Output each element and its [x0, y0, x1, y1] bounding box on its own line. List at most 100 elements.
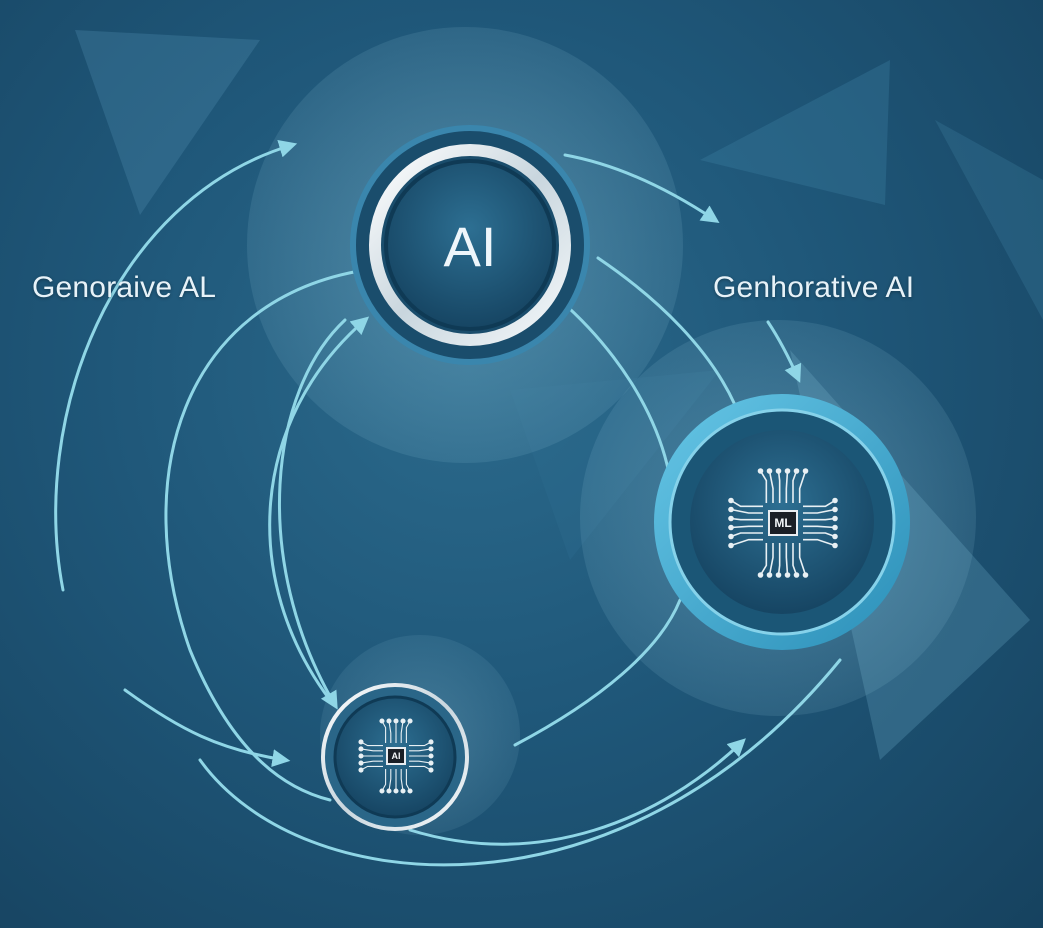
arrow-in-lower-left	[123, 688, 291, 767]
right-caption: Genhorative AI	[713, 271, 915, 304]
arrow-outer-left	[54, 140, 298, 592]
circuit-pad	[728, 542, 734, 549]
circuit-pad	[832, 515, 838, 522]
bg-triangle-top-left	[75, 30, 260, 215]
circuit-trace	[777, 543, 781, 576]
circuit-pad	[393, 788, 399, 794]
circuit-trace	[785, 543, 789, 576]
circuit-trace	[730, 499, 763, 508]
circuit-pad	[784, 572, 791, 578]
circuit-trace	[409, 760, 432, 764]
circuit-pad	[428, 760, 434, 766]
arrow-inner-left-up	[268, 316, 370, 702]
circuit-pad	[379, 718, 385, 724]
circuit-trace	[798, 470, 807, 503]
circuit-pad	[728, 533, 734, 540]
circuit-trace	[777, 470, 781, 503]
circuit-pad	[775, 572, 782, 578]
circuit-pad	[428, 739, 434, 745]
circuit-pad	[728, 497, 734, 504]
circuit-trace	[730, 508, 763, 514]
circuit-trace	[400, 720, 404, 743]
circuit-trace	[803, 499, 836, 508]
circuit-trace	[730, 525, 763, 529]
circuit-pad	[393, 718, 399, 724]
bg-triangle-top-right	[700, 60, 890, 205]
left-caption: Genoraive AL	[32, 271, 217, 304]
circuit-pad	[428, 746, 434, 752]
circuit-pad	[802, 468, 809, 474]
circuit-chip-icon-bottom	[358, 718, 434, 794]
circuit-trace	[803, 532, 836, 538]
circuit-trace	[730, 538, 763, 547]
main-ai-node[interactable]	[350, 125, 590, 365]
circuit-trace	[798, 543, 807, 576]
circuit-pad	[832, 524, 838, 531]
circuit-trace	[803, 517, 836, 521]
arrow-bottom-arc	[408, 738, 746, 846]
circuit-pad	[757, 468, 764, 474]
circuit-pad	[802, 572, 809, 578]
circuit-pad	[407, 718, 413, 724]
circuit-pad	[358, 739, 364, 745]
circuit-pad	[407, 788, 413, 794]
circuit-trace	[400, 769, 404, 792]
circuit-pad	[832, 533, 838, 540]
bg-triangle-right	[935, 120, 1043, 320]
circuit-pad	[358, 760, 364, 766]
ai-chip-label: AI	[386, 747, 406, 765]
circuit-trace	[803, 508, 836, 514]
circuit-trace	[768, 470, 774, 503]
circuit-pad	[428, 767, 434, 773]
circuit-pad	[728, 515, 734, 522]
circuit-pad	[728, 506, 734, 513]
circuit-pad	[386, 718, 392, 724]
circuit-pad	[728, 524, 734, 531]
circuit-pad	[400, 788, 406, 794]
circuit-trace	[388, 769, 392, 792]
arrow-right-down	[766, 320, 802, 383]
circuit-pad	[766, 572, 773, 578]
circuit-trace	[785, 470, 789, 503]
circuit-pad	[428, 753, 434, 759]
circuit-trace	[792, 470, 798, 503]
arrow-bottom-wide	[198, 658, 842, 867]
circuit-trace	[759, 543, 768, 576]
circuit-pad	[775, 468, 782, 474]
circuit-pad	[358, 753, 364, 759]
circuit-trace	[730, 532, 763, 538]
ml-chip-label: ML	[768, 510, 798, 536]
circuit-trace	[803, 525, 836, 529]
circuit-pad	[832, 542, 838, 549]
circuit-trace	[792, 543, 798, 576]
circuit-trace	[360, 760, 383, 764]
circuit-trace	[388, 720, 392, 743]
circuit-pad	[793, 468, 800, 474]
arrow-bottom-to-right	[513, 598, 682, 747]
circuit-trace	[409, 748, 432, 752]
circuit-pad	[784, 468, 791, 474]
circuit-pad	[757, 572, 764, 578]
arrow-main-to-right	[596, 256, 737, 407]
circuit-pad	[793, 572, 800, 578]
circuit-trace	[360, 748, 383, 752]
main-node-label: AI	[443, 215, 497, 278]
circuit-trace	[768, 543, 774, 576]
circuit-pad	[832, 497, 838, 504]
circuit-pad	[379, 788, 385, 794]
circuit-pad	[766, 468, 773, 474]
arrow-top-right	[563, 153, 720, 223]
arrow-inner-left-down	[277, 318, 347, 710]
circuit-pad	[358, 767, 364, 773]
circuit-pad	[400, 718, 406, 724]
connector-arrows	[54, 140, 842, 867]
circuit-trace	[803, 538, 836, 547]
circuit-trace	[730, 517, 763, 521]
arrow-mid-left	[164, 268, 367, 802]
circuit-pad	[386, 788, 392, 794]
circuit-trace	[759, 470, 768, 503]
circuit-pad	[832, 506, 838, 513]
circuit-chip-icon-right	[728, 468, 838, 578]
circuit-pad	[358, 746, 364, 752]
